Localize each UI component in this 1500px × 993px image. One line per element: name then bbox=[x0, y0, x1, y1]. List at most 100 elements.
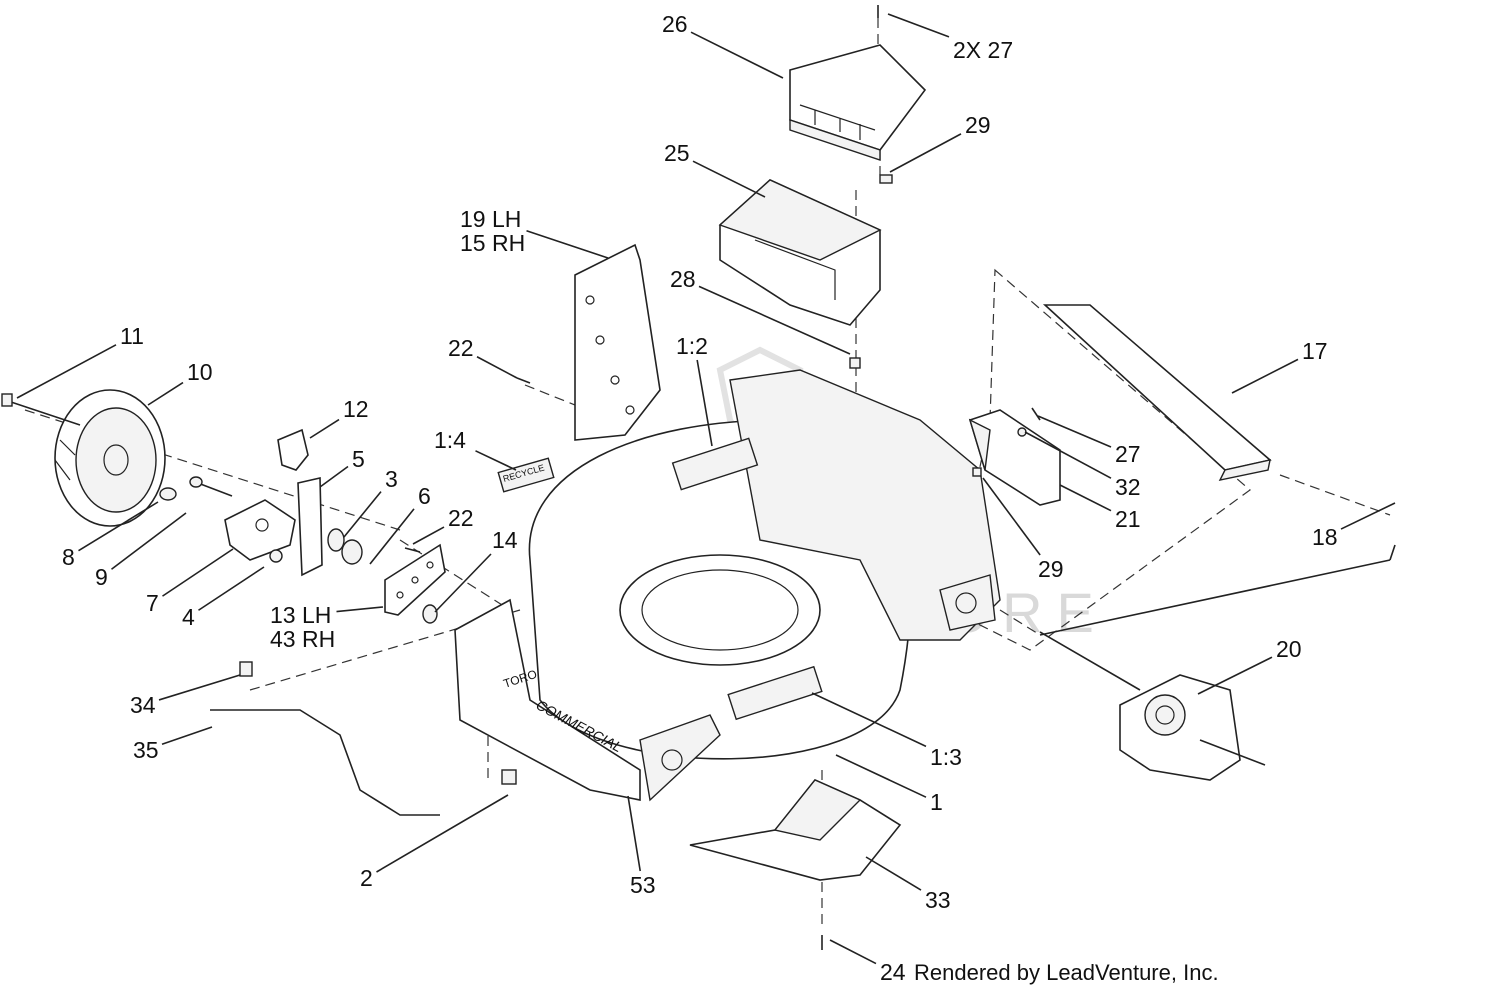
leader-line bbox=[811, 692, 927, 748]
height-rod-part bbox=[210, 661, 517, 816]
leader-line bbox=[829, 939, 877, 965]
callout-label: 34 bbox=[130, 692, 156, 718]
callout-label: 27 bbox=[1115, 441, 1141, 467]
wheel-bolt-part bbox=[189, 476, 233, 497]
rear-flap-part bbox=[1042, 304, 1272, 481]
callout-label: 19 LH bbox=[460, 206, 521, 232]
rear-hood-part bbox=[718, 179, 882, 326]
leader-line bbox=[690, 31, 784, 79]
callout-label: 29 bbox=[1038, 556, 1064, 582]
leader-line bbox=[526, 230, 609, 259]
axle-bolt-part bbox=[1, 393, 81, 426]
leader-line bbox=[78, 501, 159, 552]
leader-lines bbox=[16, 13, 1396, 965]
side-bracket-part bbox=[968, 409, 1061, 506]
callout-label: 22 bbox=[448, 335, 474, 361]
leader-line bbox=[475, 450, 517, 471]
leader-line bbox=[319, 465, 349, 488]
leader-line bbox=[161, 726, 213, 746]
callout-label: 3 bbox=[385, 466, 398, 492]
callout-label: 7 bbox=[146, 590, 159, 616]
leader-line bbox=[1037, 415, 1112, 448]
leader-line bbox=[309, 418, 340, 439]
callout-label: 24 bbox=[880, 959, 906, 985]
callout-label: 2 bbox=[360, 865, 373, 891]
leader-line bbox=[369, 508, 415, 565]
leader-line bbox=[343, 491, 382, 538]
leader-line bbox=[434, 553, 492, 613]
transmission-part bbox=[1039, 631, 1266, 781]
callout-label: 26 bbox=[662, 11, 688, 37]
callout-label: 32 bbox=[1115, 474, 1141, 500]
callout-label: 28 bbox=[670, 266, 696, 292]
callout-label: 25 bbox=[664, 140, 690, 166]
leader-line bbox=[476, 356, 518, 379]
washer-part bbox=[327, 528, 345, 552]
leader-line bbox=[982, 477, 1041, 556]
callout-label: 9 bbox=[95, 564, 108, 590]
callout-label: 1 bbox=[930, 789, 943, 815]
leader-line bbox=[147, 381, 184, 406]
callout-label: 29 bbox=[965, 112, 991, 138]
callout-label: 10 bbox=[187, 359, 213, 385]
leader-line bbox=[111, 512, 187, 570]
wheel-part bbox=[54, 389, 166, 527]
leader-line bbox=[162, 548, 234, 597]
leader-line bbox=[1024, 431, 1112, 479]
callout-label: 18 bbox=[1312, 524, 1338, 550]
callout-label: 6 bbox=[418, 483, 431, 509]
render-credit: Rendered by LeadVenture, Inc. bbox=[914, 960, 1219, 985]
callout-label: 1:4 bbox=[434, 427, 466, 453]
flat-washer-part bbox=[422, 604, 438, 624]
callout-label: 53 bbox=[630, 872, 656, 898]
wheel-bracket-part bbox=[224, 499, 296, 561]
leader-line bbox=[887, 13, 950, 38]
callout-label: 15 RH bbox=[460, 230, 525, 256]
discharge-chute-part bbox=[689, 779, 902, 881]
leader-line bbox=[158, 674, 241, 701]
callout-label: 13 LH bbox=[270, 602, 331, 628]
leader-line bbox=[376, 794, 509, 873]
leader-line bbox=[1059, 484, 1112, 512]
leader-line bbox=[692, 160, 766, 198]
rear-cover-part bbox=[789, 44, 927, 161]
leader-line bbox=[1197, 656, 1273, 695]
leader-line bbox=[698, 285, 851, 355]
callout-label: 22 bbox=[448, 505, 474, 531]
leader-line bbox=[336, 606, 384, 613]
leader-line bbox=[835, 754, 927, 798]
leader-line bbox=[865, 856, 922, 891]
callout-label: 5 bbox=[352, 446, 365, 472]
callout-label: 14 bbox=[492, 527, 518, 553]
leader-line bbox=[696, 359, 713, 447]
leader-line bbox=[1231, 358, 1299, 394]
mower-deck-part bbox=[454, 369, 1001, 802]
hardware-bolts bbox=[404, 5, 1041, 950]
side-plate-part bbox=[574, 243, 661, 441]
flap-rod-part bbox=[1039, 544, 1396, 636]
callout-label: 4 bbox=[182, 604, 195, 630]
leader-line bbox=[1340, 502, 1396, 530]
height-lever-part bbox=[297, 477, 323, 577]
callout-label: 12 bbox=[343, 396, 369, 422]
callout-label: 1:3 bbox=[930, 744, 962, 770]
callout-label: 21 bbox=[1115, 506, 1141, 532]
spacer-part bbox=[159, 487, 177, 501]
leader-line bbox=[198, 566, 265, 611]
height-plate-part bbox=[384, 543, 446, 616]
callout-label: 1:2 bbox=[676, 333, 708, 359]
nut-part bbox=[269, 549, 283, 563]
leader-line bbox=[889, 133, 962, 173]
leader-line bbox=[627, 795, 642, 872]
callout-label: 11 bbox=[120, 323, 144, 349]
callout-label: 33 bbox=[925, 887, 951, 913]
callout-label: 35 bbox=[133, 737, 159, 763]
callout-label: 8 bbox=[62, 544, 75, 570]
leader-line bbox=[412, 526, 445, 545]
height-knob-part bbox=[277, 428, 309, 471]
callout-label: 17 bbox=[1302, 338, 1328, 364]
callout-label: 20 bbox=[1276, 636, 1302, 662]
bushing-part bbox=[341, 539, 363, 565]
callout-label: 43 RH bbox=[270, 626, 335, 652]
